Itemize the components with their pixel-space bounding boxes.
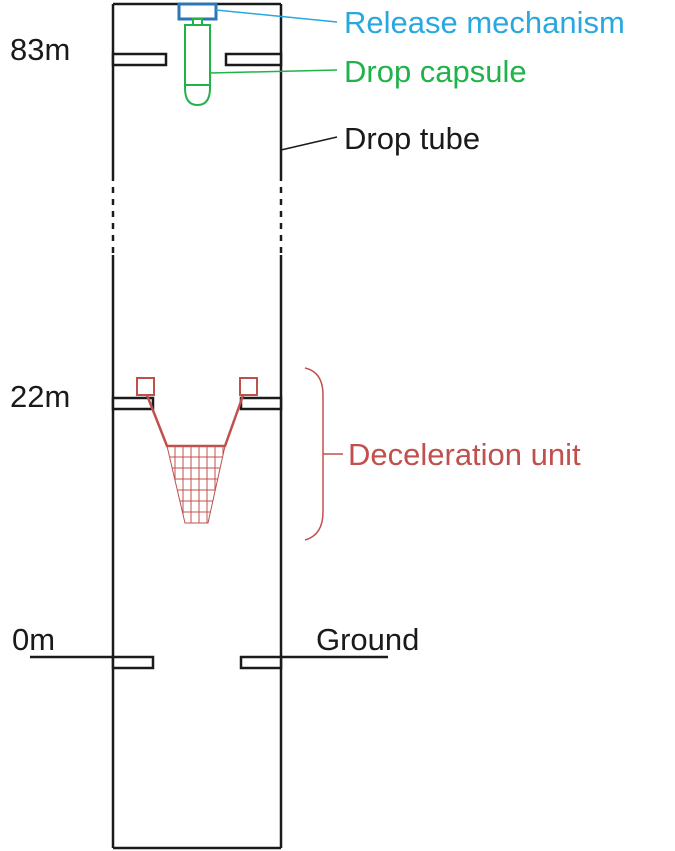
height-label-22m: 22m xyxy=(10,379,70,414)
drop-capsule-leader xyxy=(209,69,338,74)
height-label-83m: 83m xyxy=(10,32,70,67)
platform-83m-left xyxy=(111,52,168,67)
deceleration-bracket xyxy=(304,367,324,541)
release-mechanism-leader xyxy=(215,9,338,23)
platform-0m-right xyxy=(239,655,283,670)
capsule-body xyxy=(184,24,211,107)
drop-tube xyxy=(111,2,283,850)
platform-83m-right xyxy=(224,52,283,67)
platform-22m-left xyxy=(111,396,155,411)
net-frame-left xyxy=(143,389,247,448)
height-label-0m: 0m xyxy=(12,622,55,657)
deceleration-unit-label: Deceleration unit xyxy=(348,437,581,472)
decel-anchor-left xyxy=(136,377,155,396)
deceleration-unit xyxy=(136,367,343,541)
platform-0m-left xyxy=(111,655,155,670)
drop-capsule xyxy=(184,18,338,107)
release-mechanism-label: Release mechanism xyxy=(344,5,625,40)
decel-anchor-right xyxy=(239,377,258,396)
drop-tube-leader xyxy=(280,136,338,151)
net-grid xyxy=(167,446,225,523)
release-mechanism xyxy=(177,2,338,23)
release-mechanism-block xyxy=(177,2,218,21)
ground-label: Ground xyxy=(316,622,419,657)
floor-platforms xyxy=(111,52,283,670)
drop-tube-label: Drop tube xyxy=(344,121,480,156)
drop-capsule-label: Drop capsule xyxy=(344,54,527,89)
platform-22m-right xyxy=(239,396,283,411)
net-outline xyxy=(166,445,226,524)
